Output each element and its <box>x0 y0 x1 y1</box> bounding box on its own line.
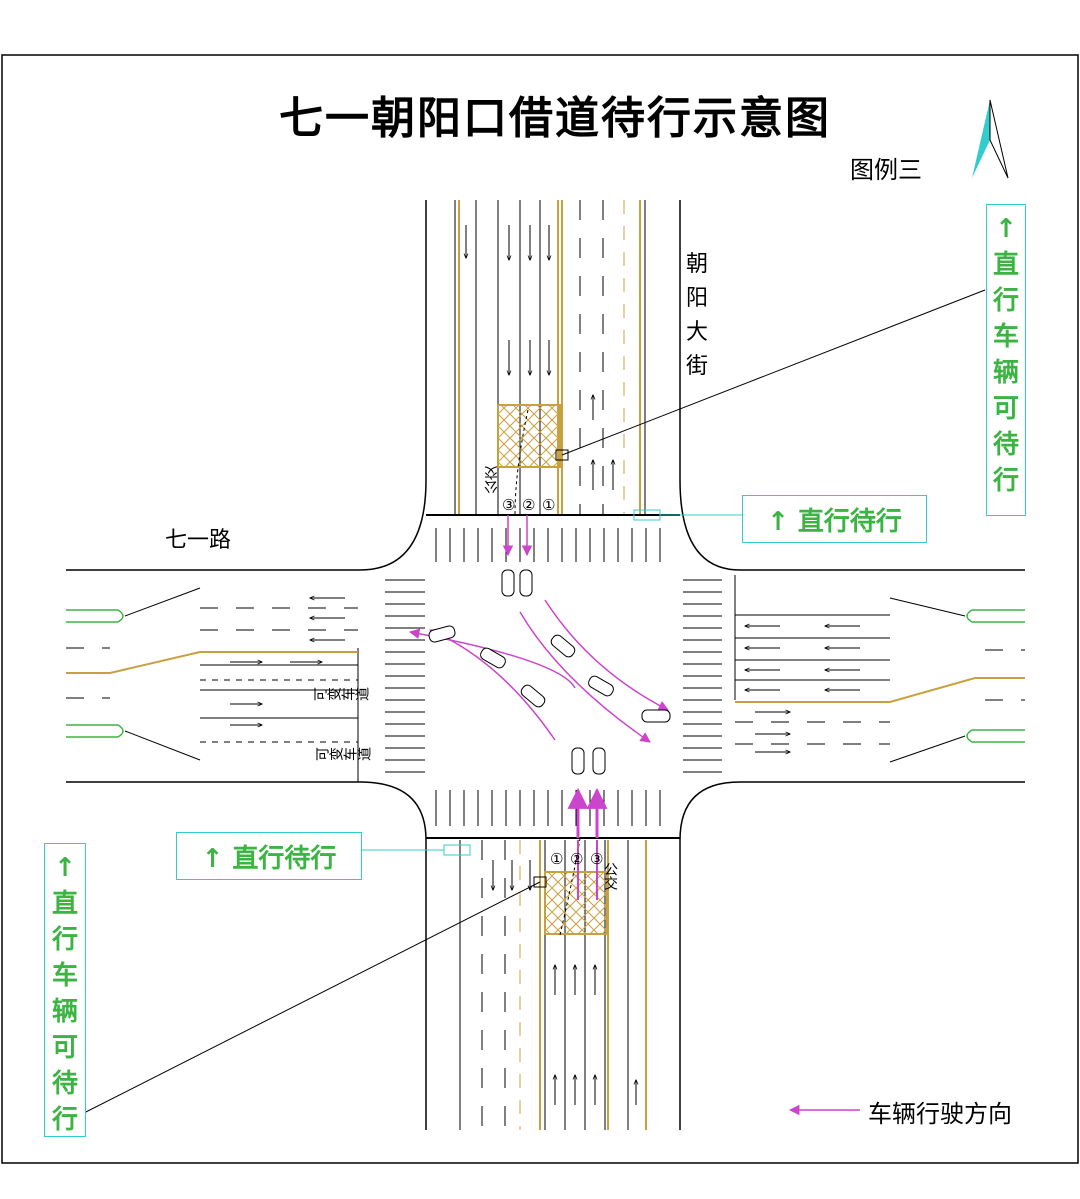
outer-frame <box>1 54 1079 1164</box>
callout-char: 辆 <box>992 358 1019 388</box>
west-dashed-lanes <box>66 607 358 699</box>
legend-direction-label: 车辆行驶方向 <box>868 1100 1012 1128</box>
south-crosswalk <box>435 790 661 826</box>
south-lane-arrows <box>555 965 636 1105</box>
callout-char: 行 <box>51 1105 78 1135</box>
road-name-char: 阳 <box>685 286 708 311</box>
west-crosswalk <box>385 579 425 773</box>
west-taper-lines <box>124 587 201 761</box>
west-yellow-line <box>66 651 358 674</box>
lane-text-labels: 公交 公交 可变车道 可变车道 <box>313 466 618 891</box>
north-dashed-lanes <box>579 200 604 515</box>
callout-top-horizontal: ↑ 直行待行 <box>742 495 927 543</box>
lane-number-north-2: ② <box>522 496 535 514</box>
variable-lane-label-1: 可变车道 <box>313 687 370 703</box>
east-taper-lines <box>889 597 966 763</box>
callout-top-right: ↑直行车辆可待行 <box>986 204 1026 516</box>
east-yellow-line <box>735 677 1025 703</box>
cars <box>428 569 671 775</box>
callout-bottom-horizontal: ↑ 直行待行 <box>176 832 362 880</box>
callout-leaders <box>69 289 986 1121</box>
callout-char: 行 <box>992 466 1019 496</box>
page-title: 七一朝阳口借道待行示意图 <box>279 93 831 144</box>
north-lane-arrows <box>466 225 549 375</box>
east-dashed-lanes <box>735 649 1025 745</box>
east-crosswalk <box>683 579 722 773</box>
callout-bottom-left: ↑直行车辆可待行 <box>44 843 86 1137</box>
north-crosswalk <box>435 528 661 562</box>
north-yellow-lines <box>458 200 641 515</box>
leader-anchors <box>533 449 569 888</box>
bus-lane-label: 公交 <box>602 862 618 890</box>
west-lane-arrows <box>230 598 345 725</box>
lane-number-south-2: ② <box>570 850 583 868</box>
callout-char: 直 <box>992 250 1019 280</box>
lane-number-south-1: ① <box>550 850 563 868</box>
east-lane-arrows <box>745 626 860 752</box>
callout-char: 行 <box>992 286 1019 316</box>
south-lane-paths <box>577 840 598 900</box>
road-name-char: 朝 <box>685 252 708 277</box>
callout-char: 直 <box>51 889 78 919</box>
callout-char: 车 <box>51 961 78 991</box>
lane-number-south-3: ③ <box>590 850 603 868</box>
west-variable-lane-markings <box>200 679 358 743</box>
legend-label: 图例三 <box>850 156 922 184</box>
bus-lane-label-north: 公交 <box>484 466 500 494</box>
lane-number-group: ③ ② ① ① ② ③ <box>502 496 603 868</box>
callout-char: 车 <box>992 322 1019 352</box>
north-arrow-icon <box>972 99 1009 179</box>
east-green-medians <box>966 609 1025 743</box>
west-lanes <box>200 648 359 782</box>
north-northbound-arrows <box>593 395 613 490</box>
south-southbound-arrows <box>493 860 530 890</box>
callout-char: 待 <box>51 1069 78 1099</box>
leader-anchors-cyan <box>443 509 661 856</box>
callout-char: ↑ <box>54 853 76 883</box>
callout-char: 可 <box>992 394 1019 424</box>
southbound-bold-arrows <box>567 787 608 838</box>
road-name-char: 大 <box>685 320 708 345</box>
callout-char: 行 <box>51 925 78 955</box>
west-road-name: 七一路 <box>165 528 232 553</box>
callout-char: ↑ <box>995 214 1017 244</box>
north-waiting-zone <box>497 404 561 468</box>
callout-char: 可 <box>51 1033 78 1063</box>
lane-number-north-3: ③ <box>502 496 515 514</box>
north-road-name: 朝阳大街 <box>684 248 710 384</box>
south-dashed-lanes <box>481 840 506 1130</box>
lane-number-north-1: ① <box>542 496 555 514</box>
road-edges <box>66 200 1025 1130</box>
east-lanes <box>734 575 890 700</box>
callout-leaders-cyan <box>362 514 742 851</box>
west-green-medians <box>66 609 124 738</box>
road-name-char: 街 <box>685 354 708 379</box>
callout-char: 待 <box>992 430 1019 460</box>
variable-lane-label-2: 可变车道 <box>315 747 372 763</box>
callout-char: 辆 <box>51 997 78 1027</box>
